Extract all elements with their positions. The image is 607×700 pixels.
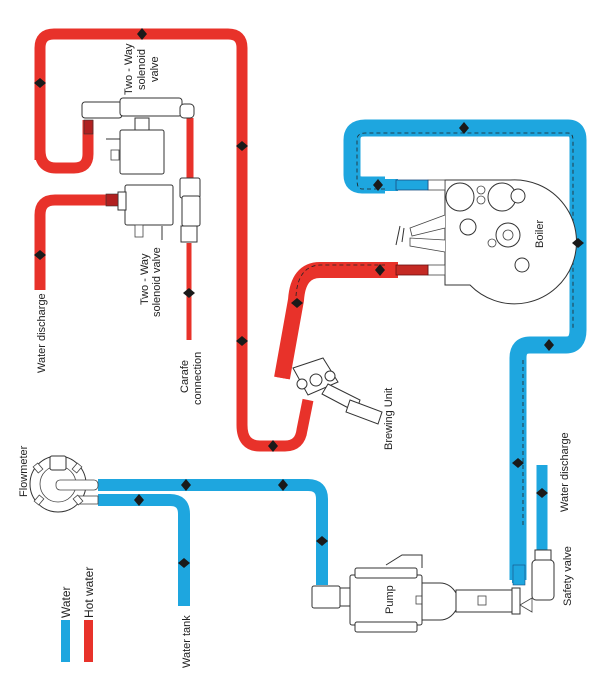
label-carafe-2: connection: [192, 352, 204, 405]
solenoid-valve-bottom: [105, 177, 201, 243]
flow-arrow-icon: [183, 288, 195, 298]
labels: Two - Way solenoid valve Two - Way solen…: [18, 43, 574, 668]
flow-arrow-icon: [291, 298, 303, 308]
flow-arrow-icon: [512, 458, 524, 468]
label-solenoid-top-3: valve: [149, 56, 161, 82]
flow-arrow-icon: [459, 122, 469, 134]
label-solenoid-top-2: solenoid: [136, 49, 148, 90]
flow-arrow-icon: [236, 141, 248, 151]
flow-arrow-icon: [536, 488, 548, 498]
label-solenoid-top-1: Two - Way: [123, 43, 135, 95]
label-pump: Pump: [384, 585, 396, 614]
label-boiler: Boiler: [534, 220, 546, 248]
flow-arrow-icon: [236, 336, 248, 346]
safety-valve: [512, 549, 555, 613]
hot-water-pipes: [34, 28, 398, 452]
pump: [311, 554, 521, 633]
flow-arrow-icon: [373, 179, 383, 191]
flow-arrow-icon: [134, 494, 144, 506]
flow-arrow-icon: [181, 479, 191, 491]
brewing-unit: [292, 357, 383, 425]
flow-arrow-icon: [316, 536, 328, 546]
solenoid-valve-top: [81, 97, 195, 175]
legend: Water Hot water: [59, 567, 96, 662]
label-water-tank: Water tank: [181, 615, 193, 668]
flow-arrow-icon: [278, 479, 288, 491]
flow-arrow-icon: [34, 250, 46, 260]
label-safety-valve: Safety valve: [562, 546, 574, 606]
flow-arrows: [34, 28, 584, 568]
hot-pipe-top-loop: [39, 33, 309, 447]
legend-label-water: Water: [59, 586, 73, 618]
legend-swatch-hot-water: [84, 620, 93, 662]
label-brewing-unit: Brewing Unit: [383, 388, 395, 450]
label-solenoid-bottom-2: solenoid valve: [151, 247, 163, 317]
boiler: [395, 179, 577, 305]
label-solenoid-bottom-1: Two - Way: [139, 253, 151, 305]
flow-arrow-icon: [375, 264, 385, 276]
label-water-discharge-left: Water discharge: [36, 293, 48, 373]
legend-swatch-water: [61, 620, 70, 662]
label-flowmeter: Flowmeter: [18, 445, 30, 497]
flow-arrow-icon: [544, 339, 554, 351]
flowmeter: [29, 455, 99, 513]
flow-arrow-icon: [572, 238, 584, 248]
legend-label-hot-water: Hot water: [82, 567, 96, 618]
cold-water-pipes: [98, 119, 587, 606]
label-water-discharge-right: Water discharge: [559, 432, 571, 512]
label-carafe-1: Carafe: [179, 360, 191, 393]
flow-arrow-icon: [178, 558, 190, 568]
flow-arrow-icon: [137, 28, 147, 40]
flow-arrow-icon: [34, 78, 46, 88]
flow-arrow-icon: [268, 440, 278, 452]
